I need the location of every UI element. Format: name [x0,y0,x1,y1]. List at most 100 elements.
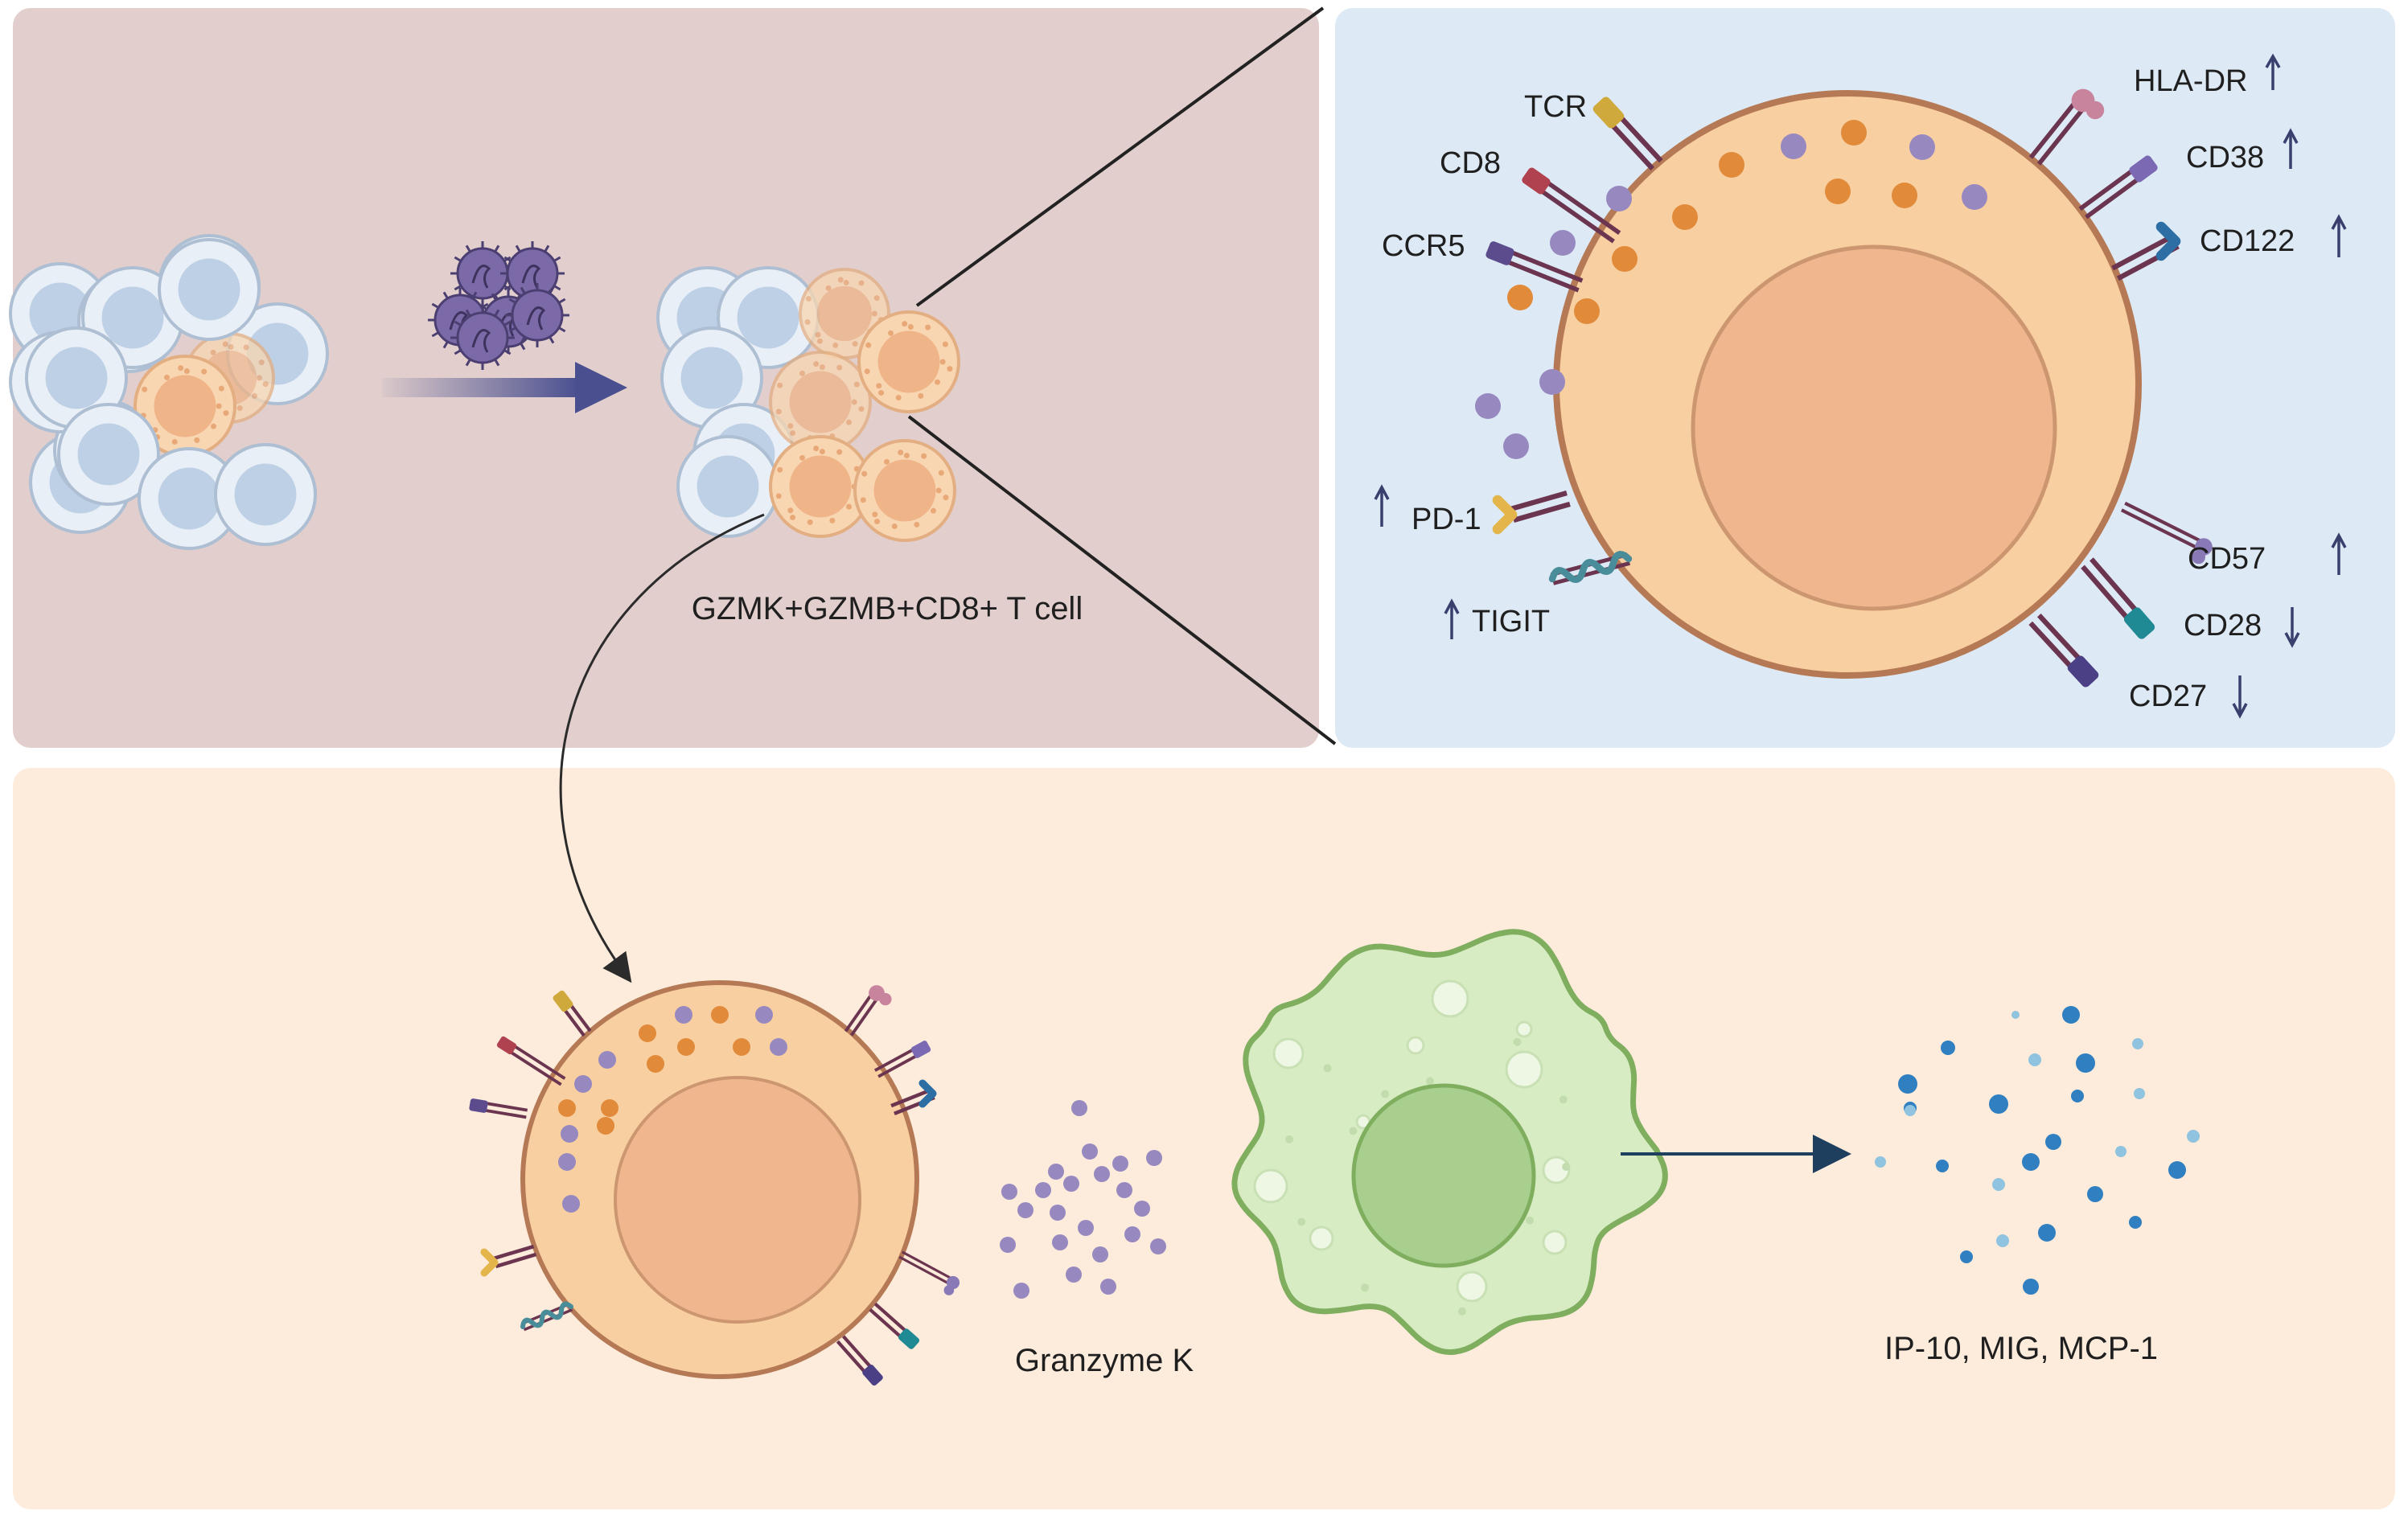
tcr-receptor-icon [553,990,592,1037]
up-arrow-icon-hla-dr [2265,53,2281,90]
granzyme-dot [1134,1201,1150,1217]
granzyme-dot [1063,1176,1079,1192]
ccr5-receptor-icon [469,1098,528,1119]
bottom-nucleus [614,1076,861,1324]
down-arrow-icon-cd28 [2284,607,2300,648]
blue-cell [158,238,261,341]
chemokine-dot [2023,1279,2039,1295]
blue-cell [660,326,763,429]
granzyme-dot [1078,1220,1094,1236]
granule [1550,230,1576,256]
marker-label-tcr: TCR [1524,90,1587,124]
granule [639,1024,656,1042]
chemokine-dot [1941,1041,1955,1055]
marker-label-cd122: CD122 [2200,224,2295,258]
granule [1507,285,1533,310]
marker-label-hla-dr: HLA-DR [2134,64,2247,98]
marker-label-cd38: CD38 [2186,141,2264,174]
granule [755,1006,773,1024]
granzyme-dot [1124,1226,1140,1242]
granzyme-dot [1035,1182,1051,1198]
cd28-receptor-icon [869,1302,920,1349]
cd38-receptor-icon [873,1041,931,1078]
granule [1612,246,1638,272]
vesicle [1456,1271,1488,1303]
cd122-receptor-icon [2111,221,2181,281]
granule [1475,393,1501,419]
zoom-line-top [915,6,1325,307]
chemokine-dot [2038,1224,2056,1242]
granzyme-dot [1050,1205,1066,1221]
granzyme-dot [1048,1164,1064,1180]
granule [770,1038,787,1056]
granzyme-dot [1066,1267,1082,1283]
granzyme-dot [1146,1150,1162,1166]
cell-type-label: GZMK+GZMB+CD8+ T cell [692,591,1083,626]
vesicle [1505,1050,1543,1089]
granule [558,1153,576,1171]
chemokine-dot [2045,1134,2061,1150]
granzyme-dot [1092,1246,1108,1262]
chemokine-dot [1936,1160,1949,1172]
granule [1539,369,1565,395]
pd1-receptor-icon [1492,491,1571,535]
chemokine-dot [1898,1074,1917,1094]
granule [1672,204,1698,230]
granule [647,1055,664,1073]
chemokine-dot [2129,1216,2142,1229]
virus-particle-icon [505,283,569,347]
granzyme-k-label: Granzyme K [1015,1343,1194,1378]
detailed-nucleus [1691,244,2057,611]
granule [733,1038,750,1056]
macrophage-nucleus [1351,1083,1536,1268]
curved-arrow-icon [559,513,765,983]
chemokine-dot [1875,1156,1886,1168]
marker-label-tigit: TIGIT [1472,605,1550,638]
granzyme-dot [1094,1166,1110,1182]
chemokine-dot [1989,1094,2008,1114]
t-cell [853,439,956,542]
chemokine-dot [2076,1053,2095,1073]
granule [601,1099,618,1117]
granule [561,1125,578,1143]
tigit-receptor-icon [520,1301,573,1332]
expansion-arrow-icon [382,362,627,413]
detailed-t-cell [1475,88,2213,688]
granzyme-dot [1112,1156,1128,1172]
cd8-receptor-icon [1522,167,1621,244]
chemokine-dot [2022,1153,2040,1171]
zoom-line-bottom [907,415,1337,745]
tcr-receptor-icon [1592,96,1663,171]
marker-label-cd27: CD27 [2129,679,2207,713]
vesicle [1542,1230,1568,1255]
chemokine-dot [1905,1105,1916,1116]
marker-label-cd28: CD28 [2184,609,2262,642]
chemokine-dot [2011,1011,2020,1019]
macrophage-cell [1231,929,1668,1356]
chemokine-dot [2132,1038,2143,1049]
granzyme-dot [1082,1143,1098,1160]
granzyme-dot [1150,1238,1166,1254]
marker-labels: TCR CD8 CCR5 HLA-DR CD38 CD122 PD-1 TIGI… [1382,64,2295,713]
vesicle [1272,1037,1305,1069]
vesicle [1542,1156,1571,1184]
granzyme-dot [1052,1234,1068,1250]
marker-label-pd1: PD-1 [1412,503,1481,536]
cd122-receptor-icon [890,1079,937,1115]
pd1-receptor-icon [480,1244,537,1277]
up-arrow-icon-tigit [1444,598,1460,639]
up-arrow-icon-cd122 [2331,214,2347,257]
granule [1781,133,1806,159]
vesicle [1406,1036,1425,1055]
vesicle [1515,1020,1533,1038]
ccr5-receptor-icon [1485,241,1584,293]
bottom-t-cell [469,980,960,1386]
granule [1503,433,1529,459]
granule [675,1006,692,1024]
chemokine-dot [2187,1130,2200,1143]
t-cell [769,351,872,454]
granule [711,1006,729,1024]
chemokine-dot [2028,1053,2041,1066]
virus-icon [428,241,569,370]
